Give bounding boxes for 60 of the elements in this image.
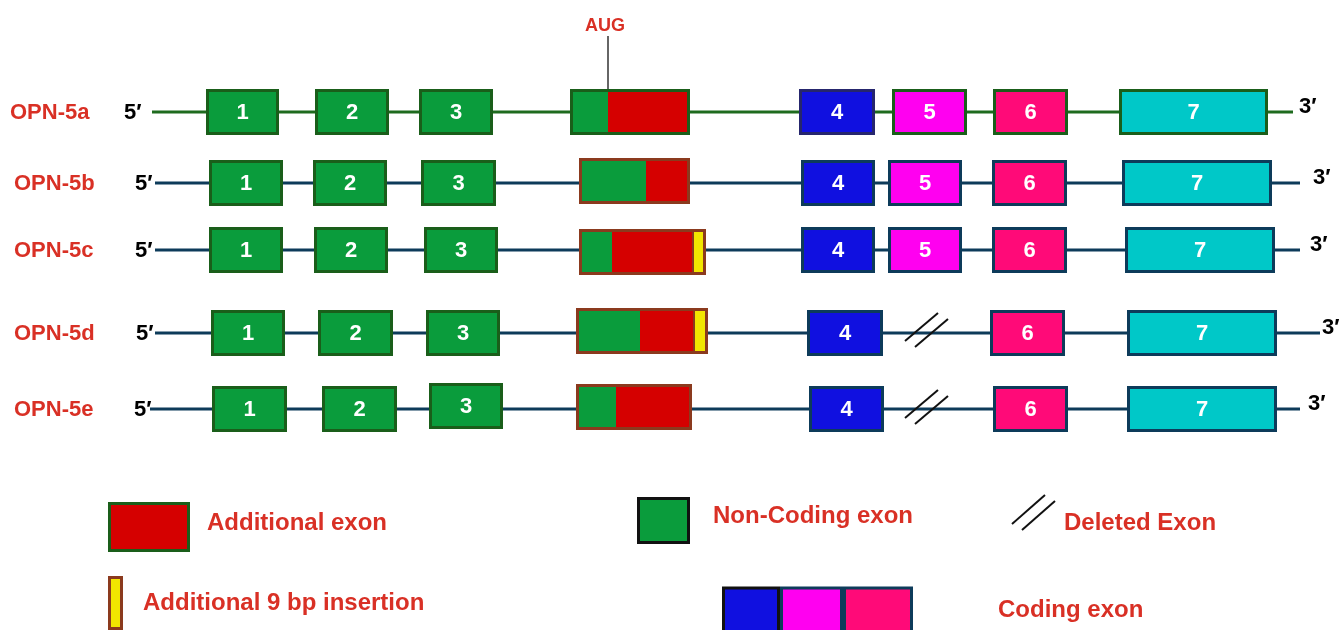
non-coding-exon-box: 2 [322, 386, 397, 432]
five-prime-end-label: 5′ [135, 172, 153, 194]
three-prime-end-label: 3′ [1313, 166, 1331, 188]
legend-label: Additional 9 bp insertion [143, 590, 425, 614]
non-coding-exon-box: 2 [313, 160, 387, 206]
non-coding-exon-box: 3 [421, 160, 496, 206]
non-coding-exon-box: 1 [211, 310, 285, 356]
coding-exon-box: 6 [992, 227, 1067, 273]
start-codon-label: AUG [585, 16, 625, 34]
legend-label: Deleted Exon [1064, 510, 1217, 534]
coding-exon-box: 7 [1125, 227, 1275, 273]
coding-exon-box: 7 [1127, 386, 1277, 432]
five-prime-end-label: 5′ [134, 398, 152, 420]
coding-exon-box: 5 [888, 227, 962, 273]
coding-exon-box: 7 [1122, 160, 1272, 206]
coding-exon-box: 4 [807, 310, 883, 356]
additional-exon-box [576, 384, 692, 430]
coding-exon-box: 7 [1119, 89, 1268, 135]
transcript-name: OPN-5d [14, 322, 95, 344]
coding-exon-box: 6 [993, 386, 1068, 432]
coding-exon-box: 6 [992, 160, 1067, 206]
five-prime-end-label: 5′ [136, 322, 154, 344]
five-prime-end-label: 5′ [135, 239, 153, 261]
three-prime-end-label: 3′ [1310, 233, 1328, 255]
three-prime-end-label: 3′ [1299, 95, 1317, 117]
non-coding-exon-box: 1 [209, 160, 283, 206]
non-coding-exon-box: 3 [426, 310, 500, 356]
transcript-name: OPN-5a [10, 101, 90, 123]
transcript-name: OPN-5e [14, 398, 94, 420]
non-coding-exon-box: 1 [212, 386, 287, 432]
non-coding-exon-box: 1 [206, 89, 279, 135]
coding-exon-box: 6 [993, 89, 1068, 135]
additional-exon-box [579, 158, 690, 204]
three-prime-end-label: 3′ [1322, 316, 1340, 338]
legend-label: Coding exon [998, 597, 1144, 621]
transcript-name: OPN-5c [14, 239, 94, 261]
coding-exon-box: 4 [801, 227, 875, 273]
transcript-name: OPN-5b [14, 172, 95, 194]
coding-exon-box: 4 [809, 386, 884, 432]
non-coding-exon-box: 3 [429, 383, 503, 429]
three-prime-end-label: 3′ [1308, 392, 1326, 414]
legend-label: Non-Coding exon [713, 503, 913, 527]
legend-label: Additional exon [207, 510, 387, 534]
non-coding-exon-box: 3 [419, 89, 493, 135]
non-coding-exon-box: 1 [209, 227, 283, 273]
five-prime-end-label: 5′ [124, 101, 142, 123]
coding-exon-box: 6 [990, 310, 1065, 356]
coding-exon-box: 5 [892, 89, 967, 135]
additional-exon-box [579, 229, 706, 275]
non-coding-exon-box: 2 [318, 310, 393, 356]
additional-exon-box [576, 308, 708, 354]
coding-exon-box: 5 [888, 160, 962, 206]
coding-exon-box: 4 [799, 89, 875, 135]
coding-exon-box: 4 [801, 160, 875, 206]
coding-exon-box: 7 [1127, 310, 1277, 356]
non-coding-exon-box: 2 [315, 89, 389, 135]
additional-exon-box [570, 89, 690, 135]
non-coding-exon-box: 2 [314, 227, 388, 273]
leader-line [607, 35, 609, 90]
non-coding-exon-box: 3 [424, 227, 498, 273]
